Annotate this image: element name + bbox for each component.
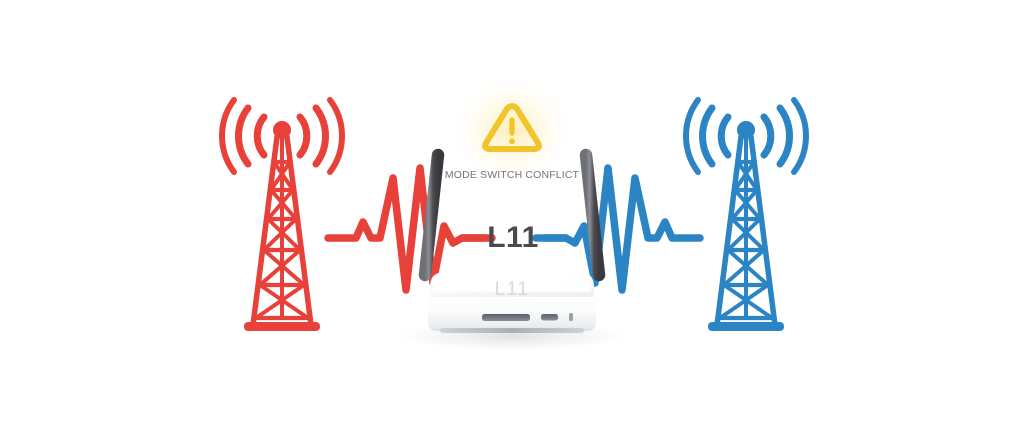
wide-slot-icon — [482, 314, 530, 321]
narrow-slot-icon — [541, 314, 558, 321]
red-pulse-waveform — [324, 164, 496, 294]
red-signal-arcs-outer — [219, 97, 345, 175]
blue-cell-tower — [683, 97, 809, 331]
warning-triangle-icon — [482, 103, 542, 152]
blue-tower-base — [708, 322, 784, 331]
red-tower-base — [244, 322, 320, 331]
warning-caption: MODE SWITCH CONFLICT — [445, 169, 580, 181]
red-signal-arcs — [235, 104, 329, 168]
blue-pulse-waveform — [532, 164, 704, 294]
blue-tower-legs — [714, 134, 778, 328]
router-body-label: L11 — [495, 279, 530, 300]
blue-signal-arcs-outer — [683, 97, 809, 175]
red-tower-legs — [250, 134, 314, 328]
router-base-strip — [440, 328, 584, 333]
blue-signal-arcs — [699, 104, 793, 168]
device-model-label: L11 — [487, 221, 539, 254]
antenna-left — [418, 148, 445, 282]
router-device: L11 — [428, 272, 596, 333]
red-cell-tower — [219, 97, 345, 331]
antenna-right — [579, 148, 606, 282]
status-led-icon — [569, 313, 573, 321]
router-top-highlight — [433, 274, 591, 292]
